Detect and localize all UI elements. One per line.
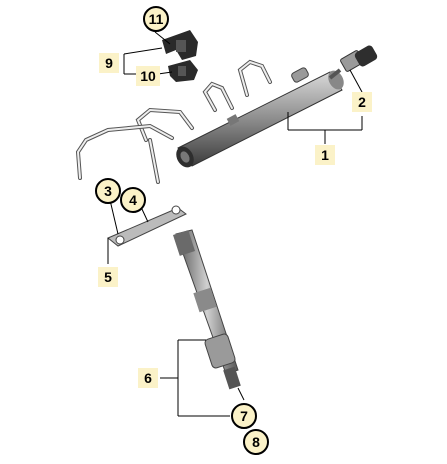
part-label-1: 1 [315, 145, 335, 165]
part-label-9: 9 [99, 53, 119, 73]
leader-lines [107, 28, 363, 417]
fuel-rail [176, 67, 344, 168]
part-label-8[interactable]: 8 [243, 429, 269, 455]
part-label-6: 6 [138, 368, 158, 388]
part-label-5: 5 [98, 267, 118, 287]
clamp-small [168, 60, 198, 82]
part-label-2: 2 [352, 92, 372, 112]
part-label-11[interactable]: 11 [143, 6, 169, 32]
part-label-4[interactable]: 4 [120, 187, 146, 213]
part-label-3[interactable]: 3 [95, 178, 121, 204]
clamp-large [162, 30, 198, 60]
bracket [107, 205, 187, 247]
part-label-10: 10 [136, 66, 160, 86]
injector [172, 229, 241, 390]
part-label-7[interactable]: 7 [231, 403, 257, 429]
fuel-lines [75, 59, 272, 184]
pressure-sensor [328, 45, 378, 80]
